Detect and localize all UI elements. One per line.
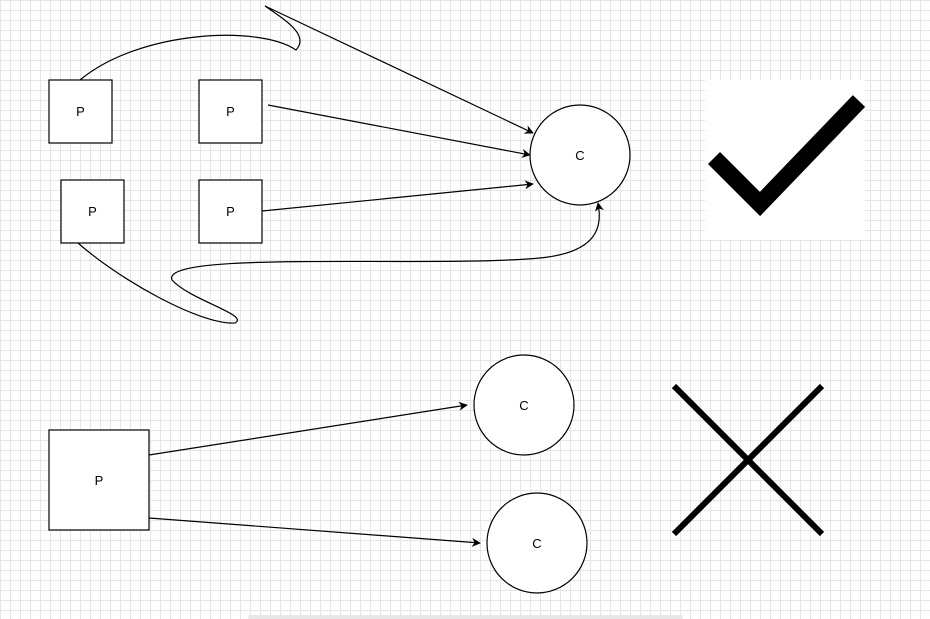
node-label: P <box>226 104 235 119</box>
producer-node-3[interactable]: P <box>198 179 263 244</box>
edge-p4-to-consumer[interactable] <box>77 202 604 324</box>
edge-producer-to-consumer-2[interactable] <box>148 517 481 547</box>
consumer-node[interactable]: C <box>529 104 631 206</box>
producer-node-4[interactable]: P <box>60 179 125 244</box>
node-label: P <box>226 204 235 219</box>
cross-mark-icon <box>671 383 825 537</box>
edge-p1-to-consumer[interactable] <box>79 5 534 134</box>
check-mark-icon <box>705 80 866 240</box>
node-label: C <box>575 148 584 163</box>
producer-node-2[interactable]: P <box>198 79 263 144</box>
node-label: P <box>95 473 104 488</box>
edge-p3-to-consumer[interactable] <box>261 180 534 212</box>
producer-node[interactable]: P <box>48 429 150 531</box>
node-label: P <box>76 104 85 119</box>
edge-p2-to-consumer[interactable] <box>267 104 531 158</box>
consumer-node-2[interactable]: C <box>486 492 588 594</box>
node-label: C <box>532 536 541 551</box>
node-label: P <box>88 204 97 219</box>
valid-example-group: P P P P C <box>48 5 866 324</box>
producer-node-1[interactable]: P <box>48 79 113 144</box>
edge-producer-to-consumer-1[interactable] <box>148 401 468 456</box>
consumer-node-1[interactable]: C <box>473 354 575 456</box>
invalid-example-group: P C C <box>48 354 825 594</box>
node-label: C <box>519 398 528 413</box>
horizontal-scrollbar[interactable] <box>248 615 683 619</box>
